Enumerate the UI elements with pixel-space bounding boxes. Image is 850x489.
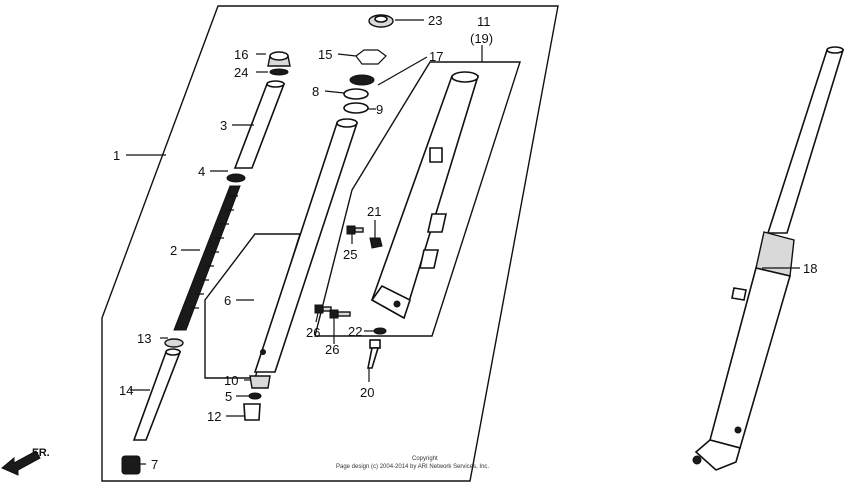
copyright-line-1: Copyright	[412, 456, 438, 462]
slider-bushing-part-9	[343, 102, 369, 114]
spacer-part-3	[233, 80, 286, 169]
fork-assembly-frame	[101, 5, 559, 482]
callout-3: 3	[220, 118, 227, 133]
callout-1: 1	[113, 148, 120, 163]
o-ring-part-24	[269, 68, 289, 76]
callout-6: 6	[224, 293, 231, 308]
fork-tube-part-6	[253, 118, 359, 373]
slider-group-frame	[314, 61, 521, 337]
bolt-part-25	[346, 225, 364, 235]
back-up-ring-part-8	[343, 88, 369, 100]
socket-bolt-part-20	[367, 339, 381, 369]
callout-2: 2	[170, 243, 177, 258]
oil-seal-part-17	[349, 74, 375, 86]
nut-part-21	[369, 237, 383, 249]
axle-holder-bolt-part-26a	[314, 304, 332, 314]
front-direction-arrow: FR.	[1, 447, 50, 476]
fork-slider-part-11	[370, 71, 480, 320]
stopper-ring-part-15	[355, 49, 387, 65]
leader-lines	[126, 19, 800, 465]
callout-12: 12	[207, 409, 221, 424]
callout-21: 21	[367, 204, 381, 219]
oil-lock-washer-part-5	[248, 392, 262, 400]
callout-26-right: 26	[325, 342, 339, 357]
callout-13: 13	[137, 331, 151, 346]
callout-22: 22	[348, 324, 362, 339]
callout-20: 20	[360, 385, 374, 400]
callout-9: 9	[376, 102, 383, 117]
copyright-line-2: Page design (c) 2004-2014 by ARI Network…	[336, 464, 489, 470]
tube-bushing-part-10	[249, 375, 271, 389]
dust-seal-part-23	[368, 14, 394, 28]
oil-lock-piece-part-12	[243, 403, 261, 421]
assembled-fork-part-18	[692, 46, 845, 471]
callout-26-left: 26	[306, 325, 320, 340]
callout-11: 11	[477, 14, 491, 29]
callout-7: 7	[151, 457, 158, 472]
callout-14: 14	[119, 383, 133, 398]
callout-16: 16	[234, 47, 248, 62]
callout-4: 4	[198, 164, 205, 179]
callout-5: 5	[225, 389, 232, 404]
tube-group-frame	[204, 233, 301, 379]
callout-11-sub: (19)	[470, 31, 493, 46]
callout-8: 8	[312, 84, 319, 99]
fork-spring-part-2	[173, 185, 241, 331]
axle-holder-bolt-part-26b	[329, 309, 351, 319]
callout-18: 18	[803, 261, 817, 276]
callout-10: 10	[224, 373, 238, 388]
piston-ring-part-13	[164, 338, 184, 348]
callout-23: 23	[428, 13, 442, 28]
rebound-spring-part-7	[121, 455, 141, 475]
callout-17: 17	[429, 49, 443, 64]
direction-label: FR.	[32, 447, 50, 459]
callout-25: 25	[343, 247, 357, 262]
fork-piston-part-14	[132, 348, 182, 441]
spring-seat-part-4	[226, 173, 246, 183]
callout-15: 15	[318, 47, 332, 62]
callout-24: 24	[234, 65, 248, 80]
fork-cap-bolt-part-16	[267, 51, 291, 67]
washer-part-22	[373, 327, 387, 335]
